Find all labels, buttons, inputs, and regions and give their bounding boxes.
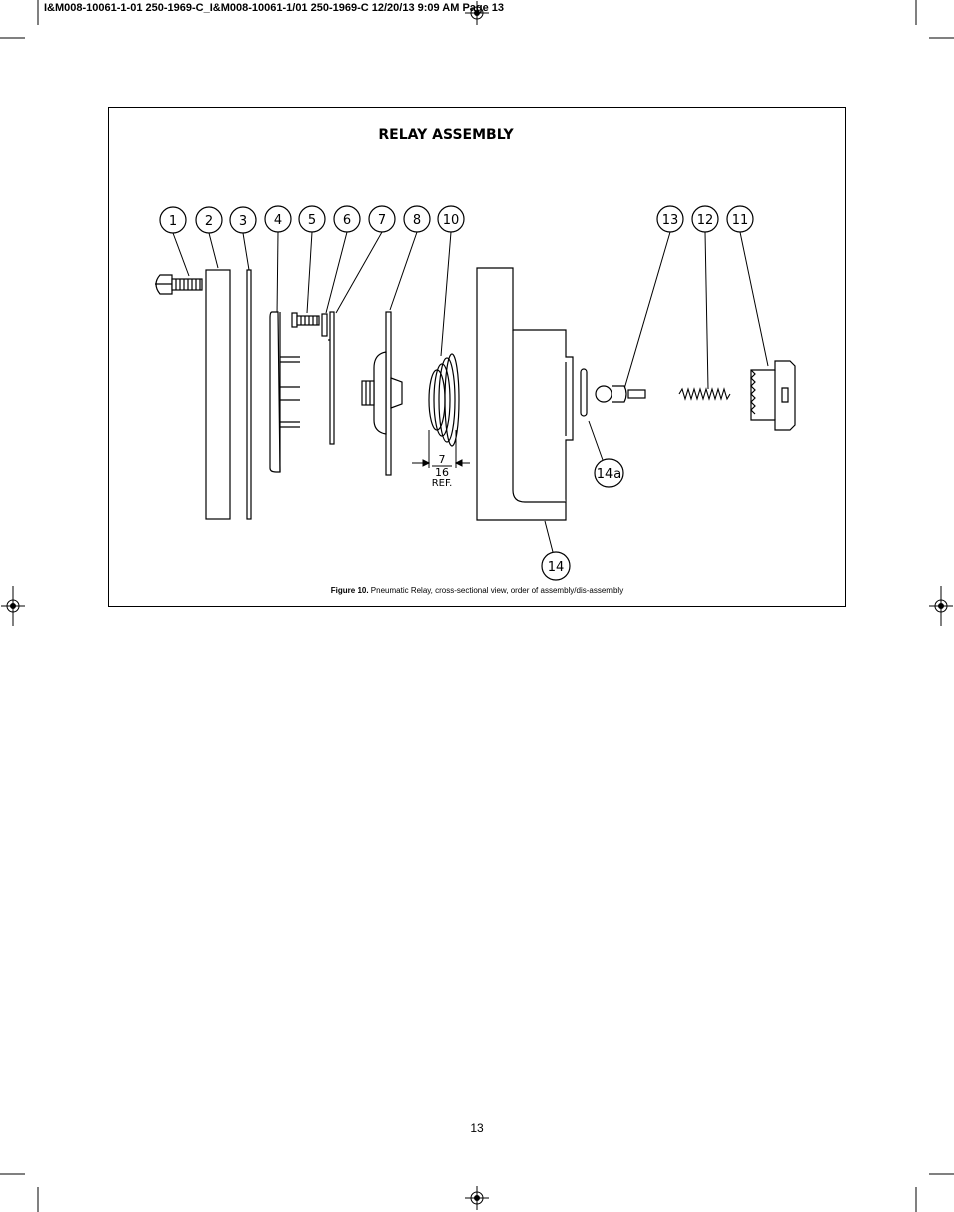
- figure-caption-label: Figure 10.: [330, 586, 369, 595]
- callout-10: 10: [437, 205, 465, 233]
- part-7-diaphragm: [328, 311, 335, 445]
- svg-text:5: 5: [308, 213, 316, 228]
- callout-12: 12: [691, 205, 719, 233]
- part-8-diaphragm-assembly: [361, 311, 403, 476]
- part-12-spring: [678, 387, 731, 401]
- part-4-cover: [269, 311, 300, 473]
- callout-3: 3: [229, 206, 257, 234]
- dimension-7-16-ref: [412, 430, 470, 468]
- svg-text:2: 2: [205, 214, 213, 229]
- callout-8: 8: [403, 205, 431, 233]
- leader-lines: [172, 231, 769, 553]
- svg-text:14: 14: [548, 560, 565, 575]
- svg-text:4: 4: [274, 213, 282, 228]
- dimension-numerator: 7: [439, 453, 446, 466]
- callout-14a: 14a: [594, 458, 624, 488]
- registration-mark-left-icon: [1, 586, 25, 626]
- registration-mark-top-icon: [465, 1, 489, 25]
- svg-text:3: 3: [239, 214, 247, 229]
- callout-14: 14: [541, 551, 571, 581]
- printer-slug: I&M008-10061-1-01 250-1969-C_I&M008-1006…: [44, 2, 505, 14]
- svg-text:1: 1: [169, 214, 177, 229]
- page-number: 13: [470, 1121, 484, 1135]
- part-6-nut: [321, 313, 328, 337]
- diagram-title: RELAY ASSEMBLY: [378, 127, 514, 143]
- callout-1: 1: [159, 206, 187, 234]
- svg-text:14a: 14a: [597, 467, 622, 482]
- part-1-screw: [155, 274, 203, 295]
- svg-text:12: 12: [697, 213, 714, 228]
- figure-caption-text: Pneumatic Relay, cross-sectional view, o…: [368, 586, 624, 595]
- svg-text:11: 11: [732, 213, 749, 228]
- svg-text:6: 6: [343, 213, 351, 228]
- registration-mark-bottom-icon: [465, 1186, 489, 1210]
- callout-13: 13: [656, 205, 684, 233]
- callout-5: 5: [298, 205, 326, 233]
- figure-frame: [108, 107, 846, 607]
- dimension-ref: REF.: [432, 478, 453, 489]
- callout-6: 6: [333, 205, 361, 233]
- part-3-gasket: [246, 269, 252, 520]
- registration-mark-right-icon: [929, 586, 953, 626]
- svg-text:10: 10: [443, 213, 460, 228]
- part-11-plug: [750, 360, 796, 431]
- callout-11: 11: [726, 205, 754, 233]
- part-10-spring: [428, 353, 460, 447]
- svg-text:13: 13: [662, 213, 679, 228]
- figure-caption: Figure 10. Pneumatic Relay, cross-sectio…: [0, 586, 954, 595]
- part-2-plate: [205, 269, 231, 520]
- part-14a-o-ring: [580, 368, 588, 417]
- svg-text:8: 8: [413, 213, 421, 228]
- part-14-body: [476, 267, 574, 521]
- callout-7: 7: [368, 205, 396, 233]
- part-13-valve-plug: [595, 385, 646, 403]
- callout-2: 2: [195, 206, 223, 234]
- svg-text:7: 7: [378, 213, 386, 228]
- dimension-denominator: 16: [435, 466, 449, 479]
- part-5-screw: [291, 312, 320, 328]
- callout-4: 4: [264, 205, 292, 233]
